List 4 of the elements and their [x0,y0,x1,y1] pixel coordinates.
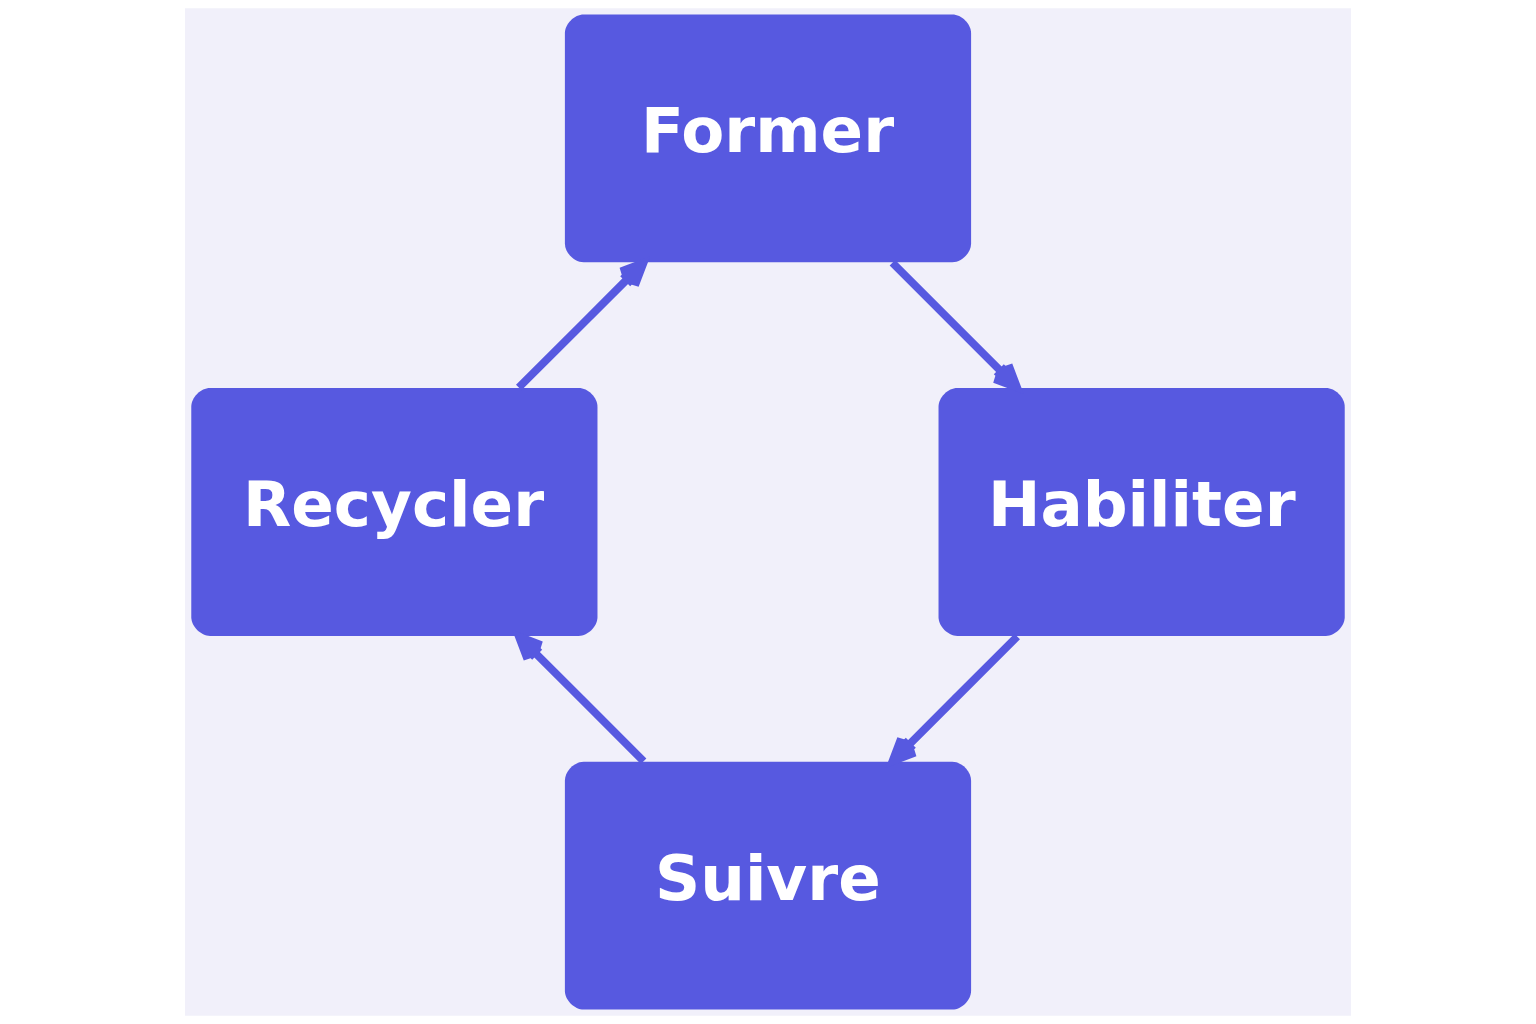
node-box: Former [564,14,972,263]
node-box: Suivre [564,761,972,1010]
node-box: Habiliter [938,388,1345,636]
node-box: Recycler [191,388,598,636]
